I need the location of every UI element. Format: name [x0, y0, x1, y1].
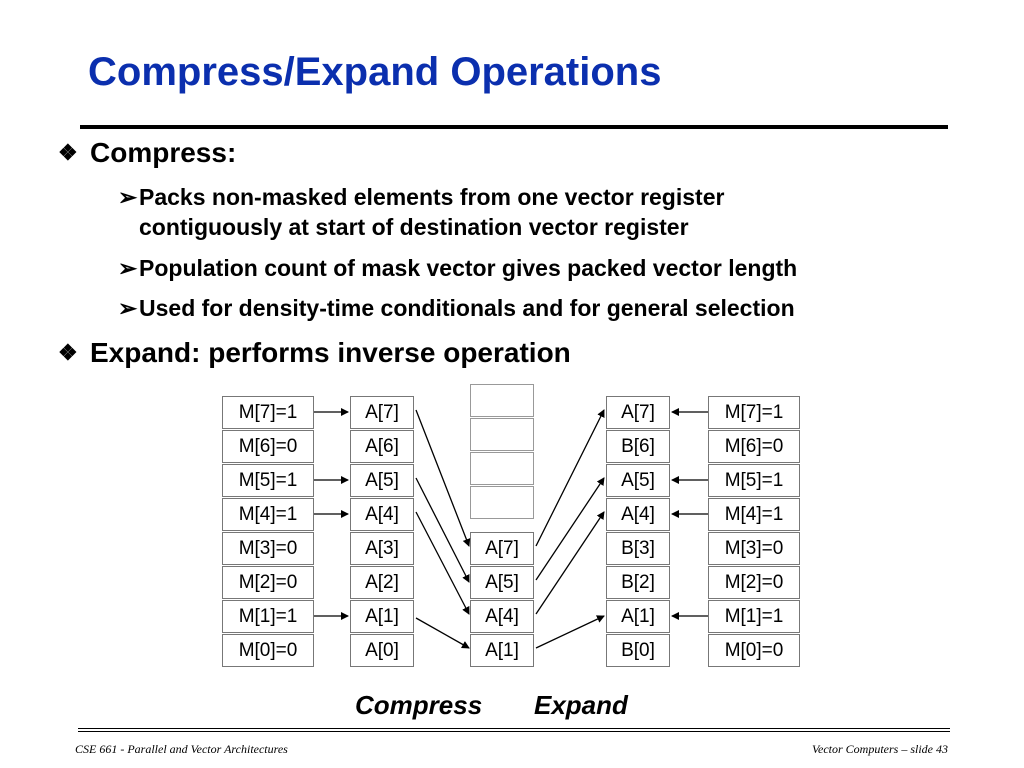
mask-left-cell: M[4]=1 — [222, 498, 314, 531]
empty-register-slot — [470, 452, 534, 485]
source-a-cell: A[1] — [350, 600, 414, 633]
footer-divider-bottom — [78, 731, 950, 732]
mask-left-cell: M[5]=1 — [222, 464, 314, 497]
arrow-bullet-icon: ➢ — [118, 255, 138, 281]
source-a-cell: A[4] — [350, 498, 414, 531]
title-divider — [80, 125, 948, 129]
mask-left-cell: M[6]=0 — [222, 430, 314, 463]
footer-divider-top — [78, 728, 950, 729]
source-a-cell: A[7] — [350, 396, 414, 429]
mask-right-cell: M[1]=1 — [708, 600, 800, 633]
source-a-cell: A[3] — [350, 532, 414, 565]
mask-left-cell: M[2]=0 — [222, 566, 314, 599]
mask-right-cell: M[4]=1 — [708, 498, 800, 531]
caption-expand: Expand — [534, 690, 628, 720]
subbullet-packs-line1: Packs non-masked elements from one vecto… — [139, 184, 725, 210]
compressed-cell: A[4] — [470, 600, 534, 633]
source-a-cell: A[5] — [350, 464, 414, 497]
expanded-cell: B[0] — [606, 634, 670, 667]
bullet-compress: ❖ Compress: — [58, 137, 236, 169]
empty-register-slot — [470, 384, 534, 417]
mask-left-cell: M[1]=1 — [222, 600, 314, 633]
footer-course: CSE 661 - Parallel and Vector Architectu… — [75, 742, 288, 756]
mask-left-cell: M[3]=0 — [222, 532, 314, 565]
expand-arrow — [535, 477, 605, 581]
empty-register-slot — [470, 486, 534, 519]
slide-title: Compress/Expand Operations — [88, 50, 662, 94]
expanded-cell: A[7] — [606, 396, 670, 429]
subbullet-population: ➢ Population count of mask vector gives … — [118, 253, 797, 283]
compressed-cell: A[5] — [470, 566, 534, 599]
expanded-cell: A[4] — [606, 498, 670, 531]
arrow-bullet-icon: ➢ — [118, 184, 138, 210]
bullet-expand-text: Expand: performs inverse operation — [90, 337, 571, 368]
source-a-cell: A[2] — [350, 566, 414, 599]
bullet-expand: ❖ Expand: performs inverse operation — [58, 337, 571, 369]
subbullet-density: ➢ Used for density-time conditionals and… — [118, 293, 795, 323]
caption-compress: Compress — [355, 690, 483, 720]
compressed-cell: A[1] — [470, 634, 534, 667]
subbullet-packs-line2: contiguously at start of destination vec… — [139, 214, 689, 240]
expand-arrow — [535, 615, 605, 649]
subbullet-population-text: Population count of mask vector gives pa… — [139, 255, 798, 281]
compress-arrow — [415, 409, 471, 547]
mask-right-cell: M[5]=1 — [708, 464, 800, 497]
subbullet-density-text: Used for density-time conditionals and f… — [139, 295, 795, 321]
expand-arrow — [535, 511, 605, 615]
expand-arrow — [535, 409, 605, 547]
expanded-cell: B[6] — [606, 430, 670, 463]
mask-right-cell: M[7]=1 — [708, 396, 800, 429]
source-a-cell: A[0] — [350, 634, 414, 667]
bullet-compress-text: Compress: — [90, 137, 237, 168]
mask-right-cell: M[3]=0 — [708, 532, 800, 565]
mask-right-cell: M[0]=0 — [708, 634, 800, 667]
expanded-cell: B[3] — [606, 532, 670, 565]
compressed-cell: A[7] — [470, 532, 534, 565]
mask-right-cell: M[6]=0 — [708, 430, 800, 463]
footer-slide-number: Vector Computers – slide 43 — [812, 742, 948, 756]
expanded-cell: A[1] — [606, 600, 670, 633]
mask-left-cell: M[0]=0 — [222, 634, 314, 667]
compress-arrow — [415, 617, 470, 649]
arrow-bullet-icon: ➢ — [118, 295, 138, 321]
mask-left-cell: M[7]=1 — [222, 396, 314, 429]
source-a-cell: A[6] — [350, 430, 414, 463]
compress-arrow — [415, 477, 470, 583]
subbullet-packs: ➢ Packs non-masked elements from one vec… — [118, 182, 724, 242]
mask-right-cell: M[2]=0 — [708, 566, 800, 599]
diamond-bullet-icon: ❖ — [58, 140, 78, 165]
empty-register-slot — [470, 418, 534, 451]
expanded-cell: B[2] — [606, 566, 670, 599]
compress-arrow — [415, 511, 470, 615]
expanded-cell: A[5] — [606, 464, 670, 497]
diamond-bullet-icon: ❖ — [58, 340, 78, 365]
